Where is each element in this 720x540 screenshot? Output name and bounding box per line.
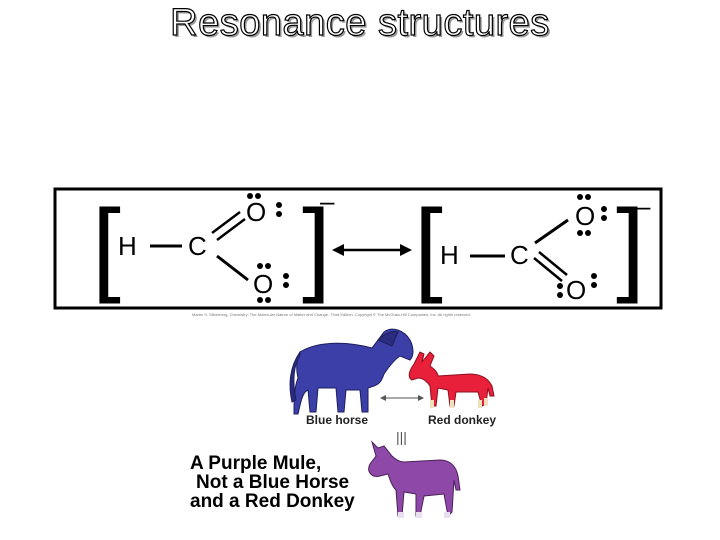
horse-donkey-arrow	[380, 395, 424, 401]
mule-caption-line-3: and a Red Donkey	[190, 491, 355, 512]
right-double-bond-line-1	[533, 257, 563, 282]
lone-pair-dot	[283, 282, 289, 288]
left-carbon-atom: C	[188, 231, 207, 261]
purple-mule-illustration	[368, 440, 461, 518]
left-double-bond-line-1	[211, 211, 241, 234]
lone-pair-dot	[557, 292, 563, 298]
right-open-bracket: [	[414, 189, 443, 305]
right-carbon-atom: C	[510, 240, 529, 270]
lone-pair-dot	[257, 297, 263, 303]
red-donkey-illustration	[408, 351, 495, 408]
left-single-bond	[216, 254, 249, 282]
lone-pair-dot	[585, 194, 591, 200]
lone-pair-dot	[591, 282, 597, 288]
lone-pair-dot	[276, 211, 282, 217]
right-double-bond-line-2	[538, 251, 568, 276]
resonance-arrow	[332, 244, 412, 256]
left-bottom-oxygen-atom: O	[253, 269, 273, 299]
left-open-bracket: [	[92, 189, 121, 305]
right-bottom-oxygen-atom: O	[566, 275, 586, 305]
right-charge-label: –	[636, 191, 651, 221]
lone-pair-dot	[601, 206, 607, 212]
lone-pair-dot	[283, 273, 289, 279]
lone-pair-dot	[591, 273, 597, 279]
mule-caption-line-1: A Purple Mule,	[190, 453, 321, 474]
credit-line: Martin S. Silberberg, Chemistry: The Mol…	[192, 312, 471, 317]
lone-pair-dot	[255, 193, 261, 199]
lone-pair-dot	[265, 297, 271, 303]
left-close-bracket: ]	[302, 189, 331, 305]
right-top-oxygen-atom: O	[575, 201, 595, 231]
resonance-structure-left: [ H C O O ] –	[92, 186, 335, 305]
blue-horse-illustration	[289, 328, 414, 415]
lone-pair-dot	[601, 215, 607, 221]
lone-pair-dot	[265, 263, 271, 269]
left-double-bond-line-2	[216, 218, 246, 241]
lone-pair-dot	[276, 202, 282, 208]
lone-pair-dot	[577, 194, 583, 200]
right-close-bracket: ]	[616, 189, 645, 305]
lone-pair-dot	[585, 230, 591, 236]
resonance-structure-right: [ H C O O ] –	[414, 189, 651, 305]
left-top-oxygen-atom: O	[246, 197, 266, 227]
lone-pair-dot	[257, 263, 263, 269]
structures-frame	[53, 187, 663, 310]
red-donkey-label: Red donkey	[428, 413, 496, 427]
blue-horse-label: Blue horse	[306, 413, 368, 427]
right-hydrogen-atom: H	[440, 240, 459, 270]
mule-caption-line-2: Not a Blue Horse	[196, 472, 349, 493]
lone-pair-dot	[247, 193, 253, 199]
identity-symbol: |||	[396, 429, 407, 445]
mule-caption: A Purple Mule, Not a Blue Horse and a Re…	[190, 453, 355, 512]
left-hydrogen-atom: H	[118, 231, 137, 261]
right-single-bond	[534, 218, 569, 245]
lone-pair-dot	[577, 230, 583, 236]
slide-title: Resonance structures	[170, 1, 550, 44]
left-charge-label: –	[320, 186, 335, 216]
lone-pair-dot	[557, 283, 563, 289]
